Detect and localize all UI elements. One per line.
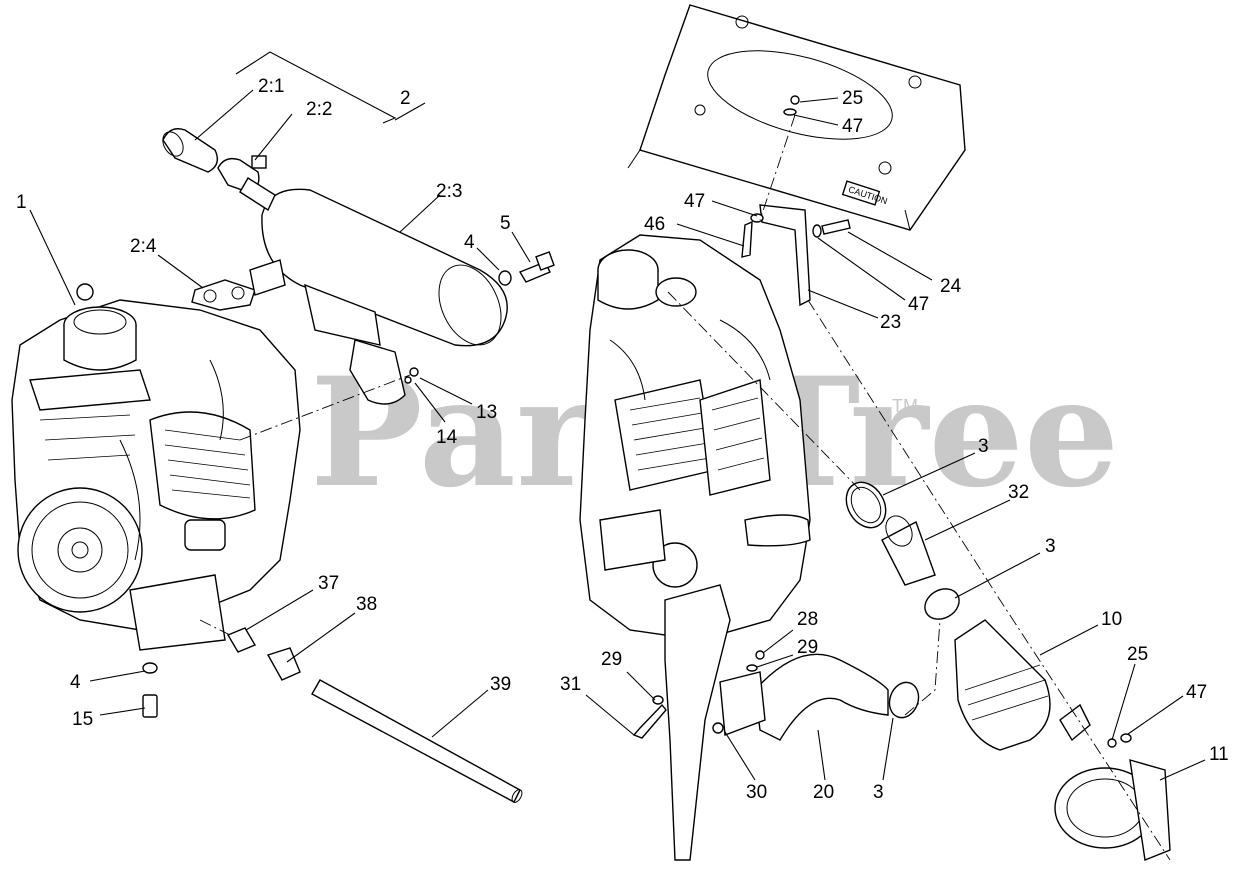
callout-37: 37	[318, 573, 339, 594]
callout-38: 38	[356, 594, 377, 615]
callout-1: 1	[16, 192, 27, 213]
callout-25-lower: 25	[1127, 644, 1148, 665]
leader-lines	[29, 51, 1206, 781]
callout-13: 13	[476, 402, 497, 423]
engine-right	[579, 234, 811, 861]
callout-47-mid: 47	[908, 294, 929, 315]
assembly-lines	[199, 114, 1171, 861]
callout-14: 14	[436, 427, 458, 448]
callout-4-lower: 4	[70, 672, 81, 693]
callout-25-top: 25	[842, 88, 863, 109]
callout-4: 4	[464, 232, 475, 253]
callout-2: 2	[400, 88, 411, 109]
callout-3-lower: 3	[873, 782, 884, 803]
callout-11: 11	[1209, 744, 1229, 765]
tail-pipe-assembly	[142, 627, 523, 803]
callout-28: 28	[797, 609, 818, 630]
callout-2-2: 2:2	[306, 99, 332, 120]
callout-29-left: 29	[601, 649, 622, 670]
callout-29-right: 29	[797, 637, 818, 658]
callout-3-middle: 3	[1045, 536, 1056, 557]
callout-23: 23	[880, 312, 901, 333]
callout-labels: 1 2 2:1 2:2 2:3 2:4 4 5 13 14 37 38 39 4…	[16, 76, 1229, 803]
callout-39: 39	[490, 674, 511, 695]
muffler-assembly	[162, 128, 555, 405]
callout-2-3: 2:3	[436, 181, 462, 202]
lower-hose-assembly	[632, 650, 920, 741]
control-panel: CAUTION	[627, 4, 966, 231]
callout-46: 46	[644, 214, 665, 235]
engine-left	[11, 283, 301, 651]
callout-47-bracket: 47	[684, 191, 705, 212]
callout-24: 24	[940, 276, 962, 297]
callout-5: 5	[500, 213, 511, 234]
callout-32: 32	[1008, 482, 1029, 503]
callout-20: 20	[813, 782, 834, 803]
callout-15: 15	[72, 709, 93, 730]
callout-30: 30	[746, 782, 767, 803]
watermark-trademark: TM	[892, 396, 918, 416]
callout-31: 31	[560, 674, 581, 695]
callout-2-4: 2:4	[130, 236, 157, 257]
callout-2-1: 2:1	[258, 76, 284, 97]
callout-10: 10	[1101, 609, 1122, 630]
callout-3-upper: 3	[978, 436, 989, 457]
bracket-assembly	[741, 204, 851, 307]
callout-47-lower: 47	[1186, 682, 1207, 703]
intake-assembly	[845, 481, 1171, 861]
callout-47-top: 47	[842, 116, 863, 137]
